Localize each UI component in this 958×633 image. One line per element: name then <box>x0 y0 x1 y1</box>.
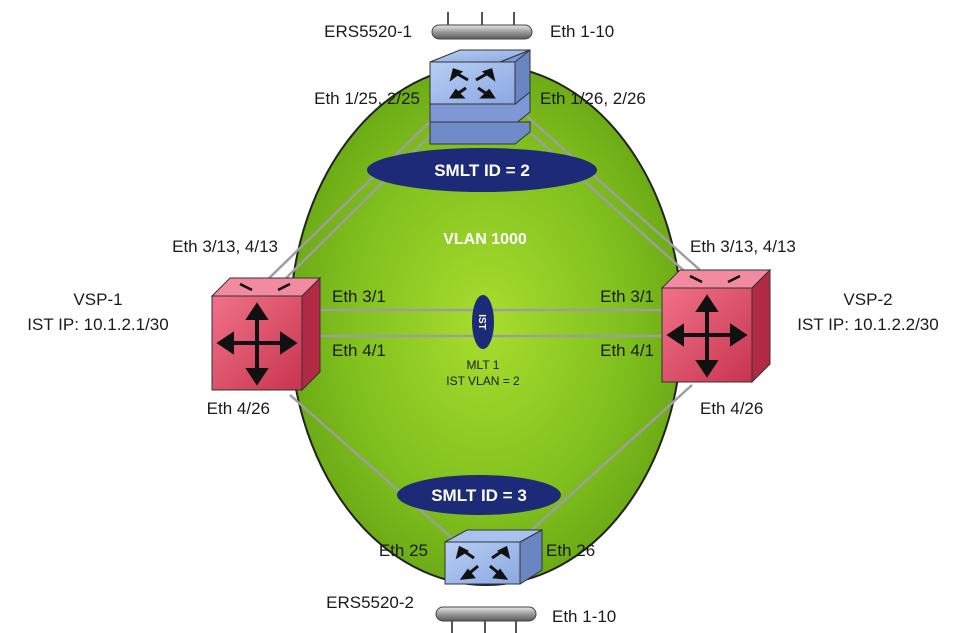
ers2-uplink-port: Eth 1-10 <box>552 607 616 626</box>
ers5520-2-switch[interactable] <box>444 529 543 585</box>
vsp2-port-ist2: Eth 4/1 <box>600 341 654 360</box>
arrows-icon <box>449 68 496 99</box>
vsp-2-switch[interactable] <box>660 268 772 384</box>
smlt-bottom-badge: SMLT ID = 3 <box>397 475 561 515</box>
uplink-bar-top <box>431 12 533 40</box>
vsp2-port-ist1: Eth 3/1 <box>600 287 654 306</box>
ist-label: IST <box>476 314 487 330</box>
vsp2-port-top: Eth 3/13, 4/13 <box>690 237 796 256</box>
smlt-bottom-label: SMLT ID = 3 <box>431 486 527 505</box>
vsp1-name: VSP-1 <box>73 290 122 309</box>
vsp1-port-ist2: Eth 4/1 <box>332 341 386 360</box>
link-ers1-vsp1-b <box>271 117 449 293</box>
link-ers1-vsp2-b <box>513 117 693 279</box>
vsp2-port-bottom: Eth 4/26 <box>700 399 763 418</box>
ers1-port-left: Eth 1/25, 2/25 <box>314 89 420 108</box>
ers2-port-right: Eth 26 <box>546 541 595 560</box>
arrows-top-icon <box>239 282 291 292</box>
vsp-1-switch[interactable] <box>210 276 322 392</box>
vsp2-ist-ip: IST IP: 10.1.2.2/30 <box>797 315 938 334</box>
ers1-uplink-port: Eth 1-10 <box>550 22 614 41</box>
vsp2-name: VSP-2 <box>843 290 892 309</box>
vsp1-port-top: Eth 3/13, 4/13 <box>172 237 278 256</box>
mlt-label: MLT 1 <box>467 358 500 372</box>
arrows-icon <box>455 545 511 580</box>
link-vsp1-ers2 <box>289 394 461 546</box>
link-ers1-vsp1-a <box>261 111 441 286</box>
vlan-label: VLAN 1000 <box>443 231 527 248</box>
arrows-top-icon <box>689 274 741 284</box>
arrows-icon <box>216 302 298 386</box>
link-ers1-vsp2-a <box>521 111 701 271</box>
vsp1-ist-ip: IST IP: 10.1.2.1/30 <box>27 315 168 334</box>
ers5520-1-switch[interactable] <box>429 48 531 145</box>
link-vsp2-ers2 <box>514 384 693 546</box>
smlt-top-badge: SMLT ID = 2 <box>367 148 597 192</box>
ist-vlan-label: IST VLAN = 2 <box>446 374 520 388</box>
vsp1-port-bottom: Eth 4/26 <box>207 399 270 418</box>
ers2-port-left: Eth 25 <box>379 541 428 560</box>
ers1-name: ERS5520-1 <box>324 22 412 41</box>
uplink-bar-bottom <box>435 606 537 633</box>
ist-badge: IST <box>472 295 494 349</box>
vsp1-port-ist1: Eth 3/1 <box>332 287 386 306</box>
smlt-top-label: SMLT ID = 2 <box>434 161 530 180</box>
arrows-icon <box>666 294 748 378</box>
ers2-name: ERS5520-2 <box>326 593 414 612</box>
ers1-port-right: Eth 1/26, 2/26 <box>540 89 646 108</box>
